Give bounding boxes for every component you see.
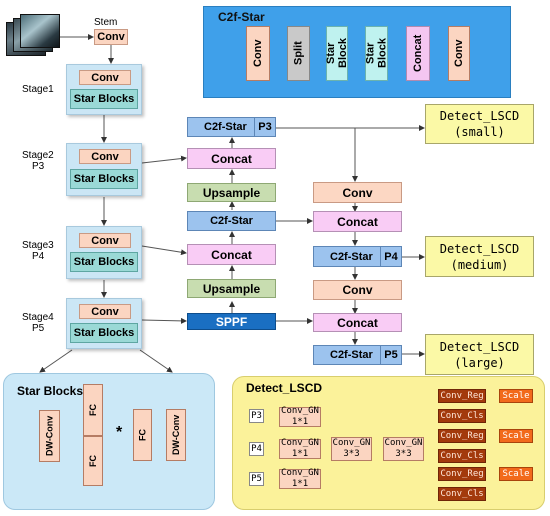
detect-input-p4: P4 [249,442,264,456]
detect-head-medium-line2: (medium) [450,257,509,272]
c2f-split-block: Split [287,26,310,81]
conv-cls-1: Conv_Cls [438,409,486,423]
p3-tag: P3 [254,118,275,136]
neck-c2f-star-mid: C2f-Star [187,211,276,231]
stage3-conv: Conv [79,233,131,248]
neck-c2f-star-p4: C2f-Star P4 [313,246,402,267]
neck-conv-1: Conv [313,182,402,203]
p5-tag: P5 [380,346,401,364]
detect-head-small: Detect_LSCD (small) [425,104,534,144]
stage3-star-blocks: Star Blocks [70,252,138,272]
star-multiply-op: * [116,424,123,441]
c2f-star-block-1: Star Block [325,26,349,81]
c2f-star-block-2: Star Block [365,26,389,81]
detect-input-p3: P3 [249,409,264,423]
detect-head-large-line1: Detect_LSCD [439,339,520,354]
p4-tag: P4 [380,247,401,266]
neck-concat-1: Concat [187,148,276,169]
scale-2: Scale [499,429,533,443]
neck-c2f-star-p3-label: C2f-Star [204,121,247,133]
stage2-box: Conv Star Blocks [66,143,142,196]
neck-upsample-1: Upsample [187,183,276,202]
neck-upsample-2: Upsample [187,279,276,298]
stage1-conv: Conv [79,70,131,85]
conv-reg-3: Conv_Reg [438,467,486,481]
detect-head-medium-line1: Detect_LSCD [439,241,520,256]
stage4-box: Conv Star Blocks [66,298,142,349]
star-blocks-panel: Star Blocks [3,373,215,510]
star-fc-1: FC [83,384,103,436]
neck-c2f-star-p5: C2f-Star P5 [313,345,402,365]
c2f-conv-block-1: Conv [246,26,270,81]
stage3-box: Conv Star Blocks [66,226,142,279]
input-image-stack [6,14,60,56]
detect-head-small-line1: Detect_LSCD [439,109,520,123]
stage2-conv: Conv [79,149,131,164]
stage1-label: Stage1 [22,84,54,95]
input-image-front [20,14,60,48]
detect-lscd-panel-title: Detect_LSCD [246,381,323,395]
stage2-star-blocks: Star Blocks [70,169,138,189]
conv-gn-1x1-p4-line2: 1*1 [291,449,309,459]
scale-3: Scale [499,467,533,481]
conv-cls-2: Conv_Cls [438,449,486,463]
neck-concat-2: Concat [187,244,276,265]
neck-concat-4: Concat [313,313,402,332]
detect-input-p5: P5 [249,472,264,486]
detect-head-large-line2: (large) [454,355,505,370]
c2f-conv-block-2: Conv [448,26,470,81]
neck-c2f-star-p4-label: C2f-Star [330,250,373,263]
detect-head-small-line2: (small) [454,125,505,139]
star-fc-3: FC [133,409,152,461]
conv-gn-3x3-2-line2: 3*3 [395,449,412,459]
stage4-star-blocks: Star Blocks [70,323,138,343]
neck-conv-2: Conv [313,280,402,300]
star-blocks-panel-title: Star Blocks [17,384,84,398]
neck-sppf: SPPF [187,313,276,330]
stem-conv: Conv [94,29,128,45]
neck-c2f-star-p5-label: C2f-Star [330,349,373,361]
star-dwconv-2: DW-Conv [166,409,186,461]
conv-gn-3x3-2-line1: Conv_GN [384,438,423,448]
detect-head-large: Detect_LSCD (large) [425,334,534,375]
conv-gn-1x1-p5-line1: Conv_GN [281,468,319,478]
stem-label: Stem [94,17,118,28]
scale-1: Scale [499,389,533,403]
stage4-conv: Conv [79,304,131,319]
stage1-box: Conv Star Blocks [66,64,142,115]
neck-concat-3: Concat [313,211,402,232]
conv-gn-1x1-p3-line1: Conv_GN [281,406,319,416]
conv-gn-1x1-p4-line1: Conv_GN [281,438,319,448]
conv-reg-1: Conv_Reg [438,389,486,403]
conv-gn-3x3-1-line1: Conv_GN [332,438,371,448]
detect-head-medium: Detect_LSCD (medium) [425,236,534,277]
conv-gn-1x1-p5-line2: 1*1 [291,479,309,489]
c2f-star-panel-title: C2f-Star [218,10,265,24]
stage1-star-blocks: Star Blocks [70,89,138,109]
conv-cls-3: Conv_Cls [438,487,486,501]
c2f-concat-block: Concat [406,26,430,81]
star-dwconv-1: DW-Conv [39,410,60,462]
conv-reg-2: Conv_Reg [438,429,486,443]
star-fc-2: FC [83,436,103,486]
conv-gn-3x3-1-line2: 3*3 [343,449,360,459]
neck-c2f-star-p3: C2f-Star P3 [187,117,276,137]
conv-gn-1x1-p3-line2: 1*1 [291,417,309,427]
